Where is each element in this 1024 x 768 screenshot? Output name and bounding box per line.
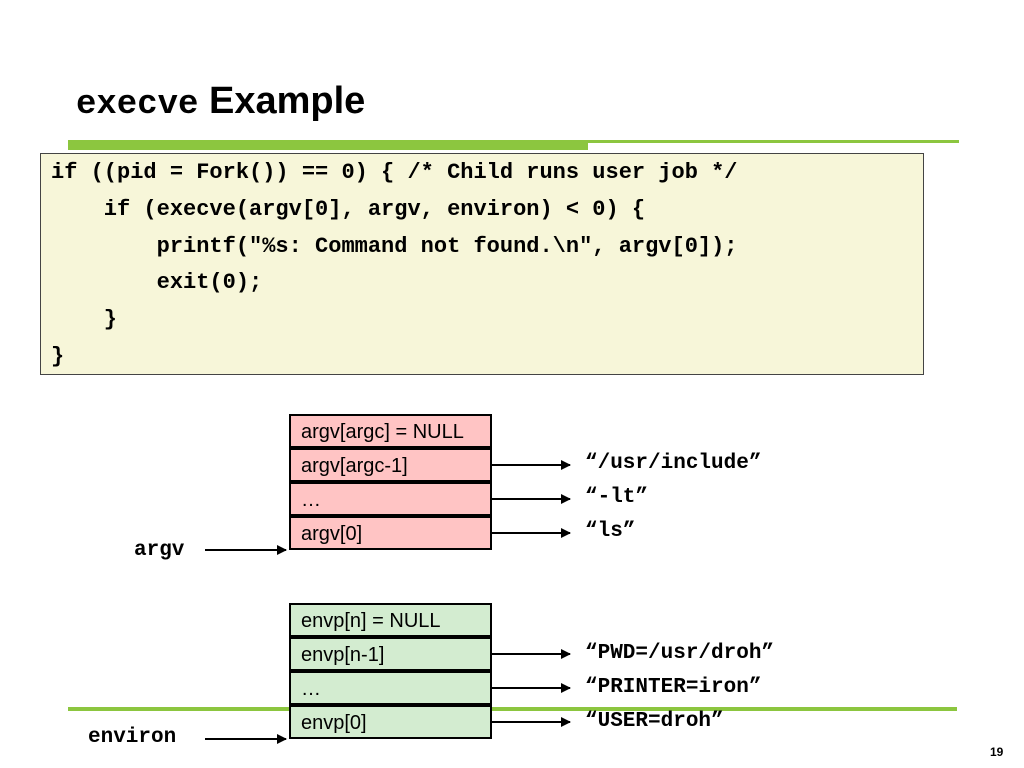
envp-target-string: “PWD=/usr/droh” xyxy=(585,642,775,665)
envp-cell-ellipsis: … xyxy=(289,671,492,705)
title-underline-thin xyxy=(588,140,959,143)
slide-title-text: Example xyxy=(208,80,366,122)
argv-cell-null: argv[argc] = NULL xyxy=(289,414,492,448)
slide-number: 19 xyxy=(990,745,1004,759)
code-block: if ((pid = Fork()) == 0) { /* Child runs… xyxy=(40,153,924,375)
slide-title: execve Example xyxy=(76,80,365,124)
envp-cell-null: envp[n] = NULL xyxy=(289,603,492,637)
code-line: } xyxy=(51,307,118,332)
bottom-rule xyxy=(68,707,957,711)
argv-pointer-label: argv xyxy=(134,539,185,562)
code-line: } xyxy=(51,344,65,369)
envp-target-string: “USER=droh” xyxy=(585,710,724,733)
slide-title-code: execve xyxy=(76,86,199,124)
code-line: if (execve(argv[0], argv, environ) < 0) … xyxy=(51,197,646,222)
argv-cell-ellipsis: … xyxy=(289,482,492,516)
argv-target-string: “-lt” xyxy=(585,486,649,509)
argv-cell-argc-1: argv[argc-1] xyxy=(289,448,492,482)
title-underline-thick xyxy=(68,140,588,150)
envp-cell-n-1: envp[n-1] xyxy=(289,637,492,671)
envp-cell-0: envp[0] xyxy=(289,705,492,739)
argv-target-string: “/usr/include” xyxy=(585,452,762,475)
code-line: exit(0); xyxy=(51,270,263,295)
environ-pointer-label: environ xyxy=(88,726,177,749)
code-line: if ((pid = Fork()) == 0) { /* Child runs… xyxy=(51,160,738,185)
argv-cell-0: argv[0] xyxy=(289,516,492,550)
code-line: printf("%s: Command not found.\n", argv[… xyxy=(51,234,738,259)
envp-target-string: “PRINTER=iron” xyxy=(585,676,762,699)
argv-target-string: “ls” xyxy=(585,520,636,543)
